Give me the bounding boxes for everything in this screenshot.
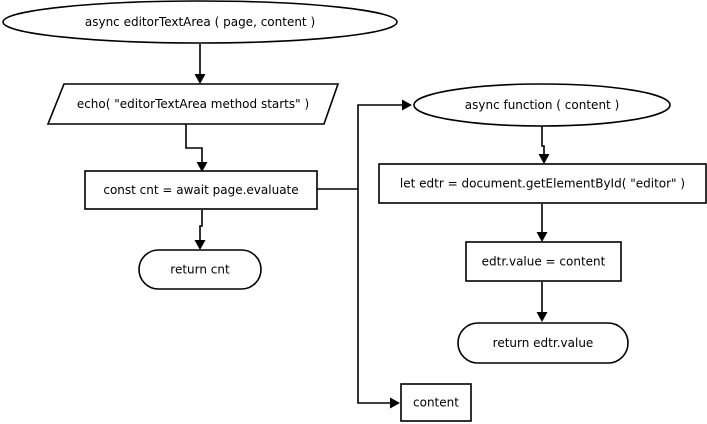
node-content-label: content [413,396,459,410]
edge-echo-to-evaluate [185,124,208,172]
node-content: content [400,383,472,422]
node-set-value-label: edtr.value = content [482,255,606,269]
edge-start-to-echo [194,44,206,84]
node-echo-label: echo( "editorTextArea method starts" ) [77,97,309,111]
node-get-editor-label: let edtr = document.getElementById( "edi… [400,177,685,191]
node-async-function-label: async function ( content ) [465,98,620,112]
node-evaluate: const cnt = await page.evaluate [84,170,318,210]
node-return-cnt: return cnt [138,249,262,290]
edge-get-editor-to-set-value [536,204,548,242]
node-return-cnt-label: return cnt [170,263,230,277]
node-return-value: return edtr.value [457,322,629,364]
edge-evaluate-to-content [357,189,400,409]
edge-evaluate-to-return-cnt [194,210,206,250]
node-async-function: async function ( content ) [413,83,671,127]
node-get-editor: let edtr = document.getElementById( "edi… [378,163,707,204]
edge-set-value-to-return-value [536,282,548,322]
node-start: async editorTextArea ( page, content ) [2,0,398,44]
node-set-value: edtr.value = content [465,241,622,282]
edge-evaluate-to-async-function [317,99,412,190]
node-evaluate-label: const cnt = await page.evaluate [103,183,298,197]
node-return-value-label: return edtr.value [493,336,594,350]
node-echo: echo( "editorTextArea method starts" ) [46,83,340,125]
node-start-label: async editorTextArea ( page, content ) [85,15,315,29]
edge-async-function-to-get-editor [538,126,550,164]
